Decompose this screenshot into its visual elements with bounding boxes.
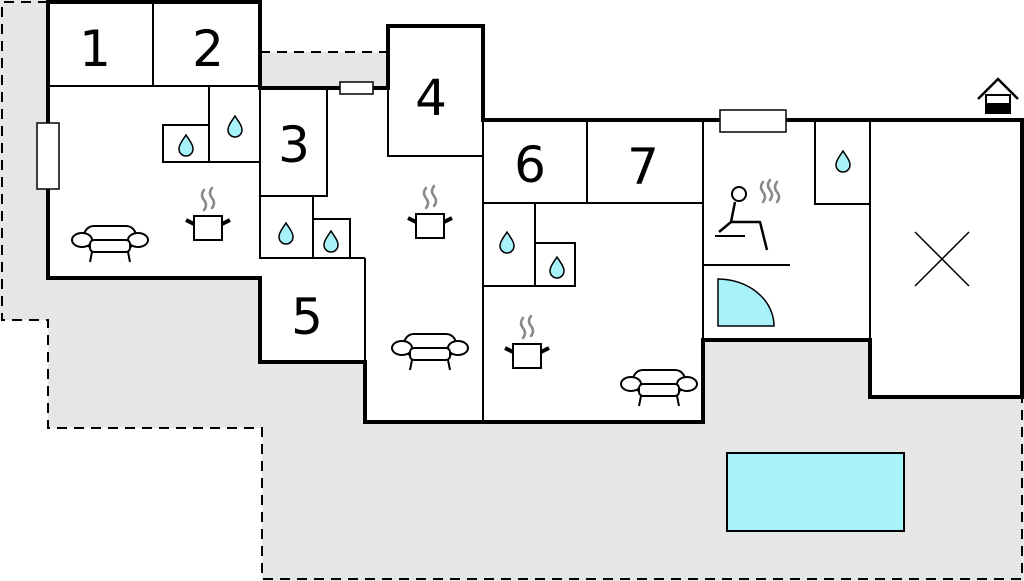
room-2-label: 2: [192, 20, 224, 78]
window-icon: [339, 81, 374, 95]
sauna-icon: [715, 178, 781, 251]
window-icon: [719, 109, 787, 133]
cross-icon: [914, 231, 970, 287]
terrace-top: [260, 52, 388, 88]
interior-walls: [48, 2, 871, 422]
room-6-label: 6: [514, 136, 546, 194]
room-7-label: 7: [627, 138, 659, 196]
room-3-label: 3: [278, 116, 310, 174]
room-5-label: 5: [291, 288, 323, 346]
window-icon: [36, 122, 60, 190]
pool-icon: [726, 452, 905, 532]
room-1-label: 1: [79, 20, 111, 78]
house-icon: [977, 77, 1019, 114]
room-4-label: 4: [415, 69, 447, 127]
shower-icon: [717, 278, 775, 327]
